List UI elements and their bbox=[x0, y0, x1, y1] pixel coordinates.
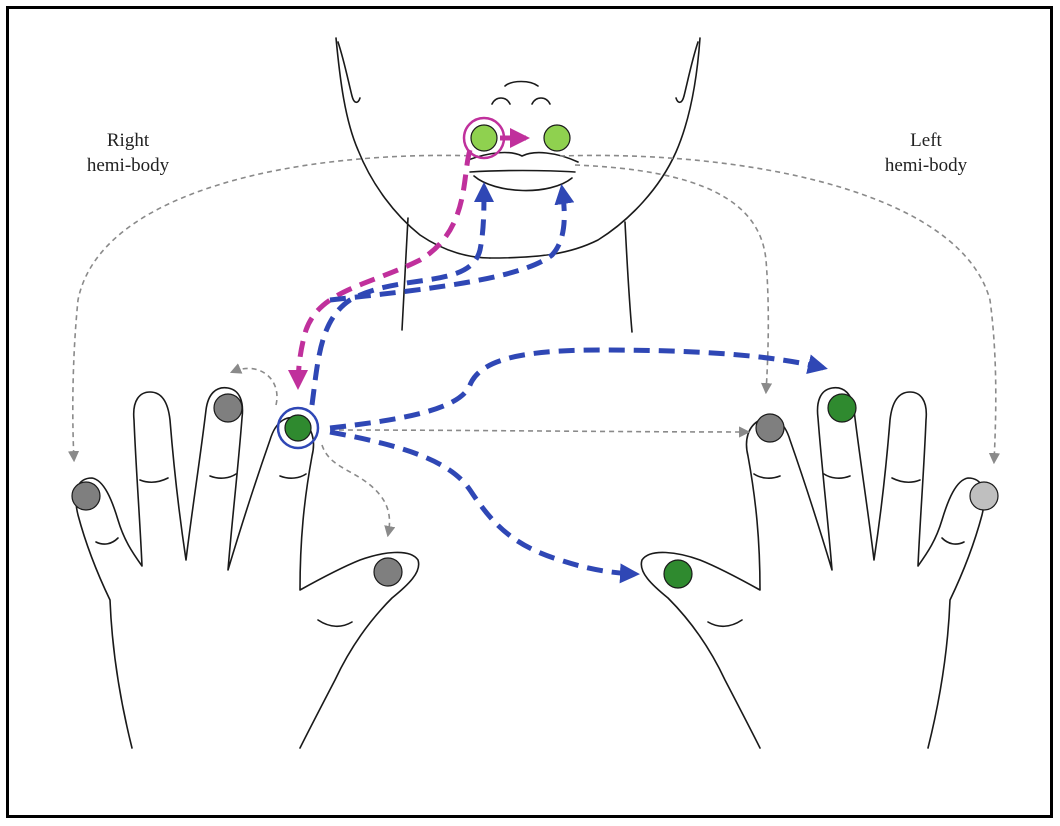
left-thumb-site bbox=[664, 560, 692, 588]
blue-arrow-finger-to-left-thumb bbox=[330, 432, 636, 574]
trained-finger-site bbox=[285, 415, 311, 441]
left-hand-outline bbox=[641, 388, 984, 748]
left-ear bbox=[338, 42, 360, 102]
left-hand-knuckle-1 bbox=[892, 478, 920, 482]
left-label-line2: hemi-body bbox=[856, 153, 996, 178]
gray-arrow-to-right-thumb bbox=[322, 445, 390, 535]
right-hand-crease-2 bbox=[318, 620, 352, 626]
nose-bridge bbox=[505, 82, 538, 87]
right-ear bbox=[676, 42, 698, 102]
mouth-line bbox=[470, 171, 575, 173]
right-lip-site bbox=[471, 125, 497, 151]
right-label-line2: hemi-body bbox=[58, 153, 198, 178]
untested-pathways bbox=[73, 155, 996, 535]
left-hand-drawing bbox=[641, 388, 984, 748]
left-hand-crease-1 bbox=[942, 538, 964, 544]
blue-arrow-finger-to-left-middle-finger bbox=[330, 350, 824, 428]
neck-left bbox=[402, 218, 408, 330]
left-little-site bbox=[970, 482, 998, 510]
face-right-contour bbox=[490, 38, 700, 258]
right-hand-knuckle-3 bbox=[280, 474, 306, 478]
right-thumb-site bbox=[374, 558, 402, 586]
right-hand-crease-1 bbox=[96, 538, 118, 544]
left-label-line1: Left bbox=[856, 128, 996, 153]
magenta-arrow-lip-to-finger bbox=[298, 150, 470, 386]
right-hand-knuckle-2 bbox=[210, 474, 236, 478]
neck-right bbox=[625, 222, 632, 332]
right-label-line1: Right bbox=[58, 128, 198, 153]
paired-pathways bbox=[298, 138, 526, 386]
gray-arrow-to-left-middle-finger bbox=[330, 430, 748, 432]
nose-right bbox=[532, 98, 550, 104]
left-middle-site bbox=[828, 394, 856, 422]
right-hemi-body-label: Right hemi-body bbox=[58, 128, 198, 178]
lower-lip bbox=[474, 176, 572, 191]
gray-arrow-to-left-index-finger bbox=[575, 165, 768, 392]
left-hand-crease-2 bbox=[708, 620, 742, 626]
left-hand-knuckle-2 bbox=[824, 474, 850, 478]
nose-left bbox=[492, 98, 510, 104]
left-index-site bbox=[756, 414, 784, 442]
right-hand-knuckle-1 bbox=[140, 478, 168, 482]
right-little-site bbox=[72, 482, 100, 510]
left-hemi-body-label: Left hemi-body bbox=[856, 128, 996, 178]
left-hand-knuckle-3 bbox=[754, 474, 780, 478]
right-index-site bbox=[214, 394, 242, 422]
left-lip-site bbox=[544, 125, 570, 151]
